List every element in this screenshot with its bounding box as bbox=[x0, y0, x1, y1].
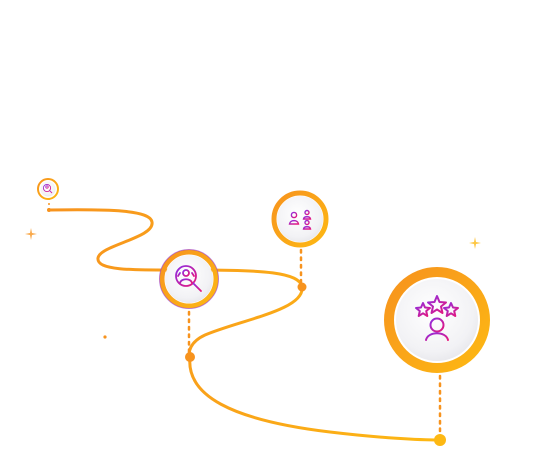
org-people-icon bbox=[288, 209, 312, 230]
sparkle-icon bbox=[25, 228, 37, 240]
milestone-organization bbox=[271, 190, 329, 248]
path-node bbox=[297, 282, 307, 292]
path-node bbox=[185, 352, 195, 362]
star-rating-person-icon bbox=[415, 295, 459, 341]
milestone-rating bbox=[384, 267, 490, 373]
path-node bbox=[47, 208, 51, 212]
decor-dot bbox=[103, 335, 107, 339]
milestone-search bbox=[159, 249, 219, 309]
path-node bbox=[434, 434, 446, 446]
search-person-icon bbox=[175, 265, 202, 292]
sparkle-icon bbox=[469, 237, 481, 249]
journey-path bbox=[47, 208, 442, 442]
milestone-small bbox=[37, 178, 59, 200]
small-search-person-icon bbox=[42, 183, 53, 194]
